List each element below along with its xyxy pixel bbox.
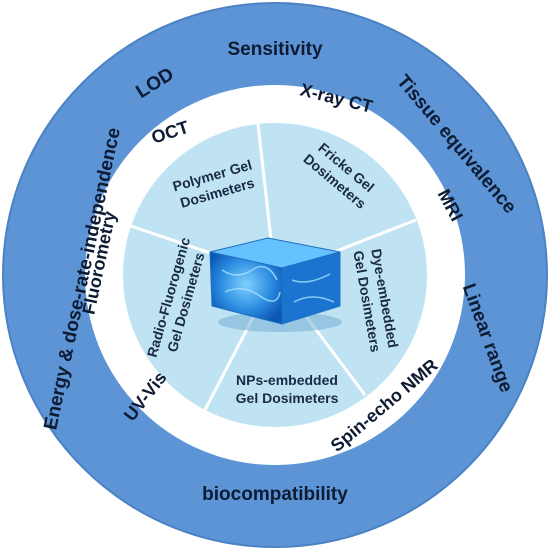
sector-nps-line2: Gel Dosimeters bbox=[236, 390, 339, 406]
sector-nps-line1: NPs-embedded bbox=[236, 372, 338, 388]
label-biocompatibility: biocompatibility bbox=[202, 484, 348, 505]
gel-cube-image bbox=[209, 237, 342, 332]
label-sensitivity: Sensitivity bbox=[227, 39, 322, 60]
gel-cube-texture bbox=[221, 265, 335, 303]
sector-polymer: Polymer Gel Dosimeters bbox=[171, 156, 256, 210]
outer-ring-edge bbox=[2, 2, 548, 548]
gel-cube-side bbox=[281, 251, 341, 325]
sector-nps: NPs-embedded Gel Dosimeters bbox=[236, 372, 339, 406]
